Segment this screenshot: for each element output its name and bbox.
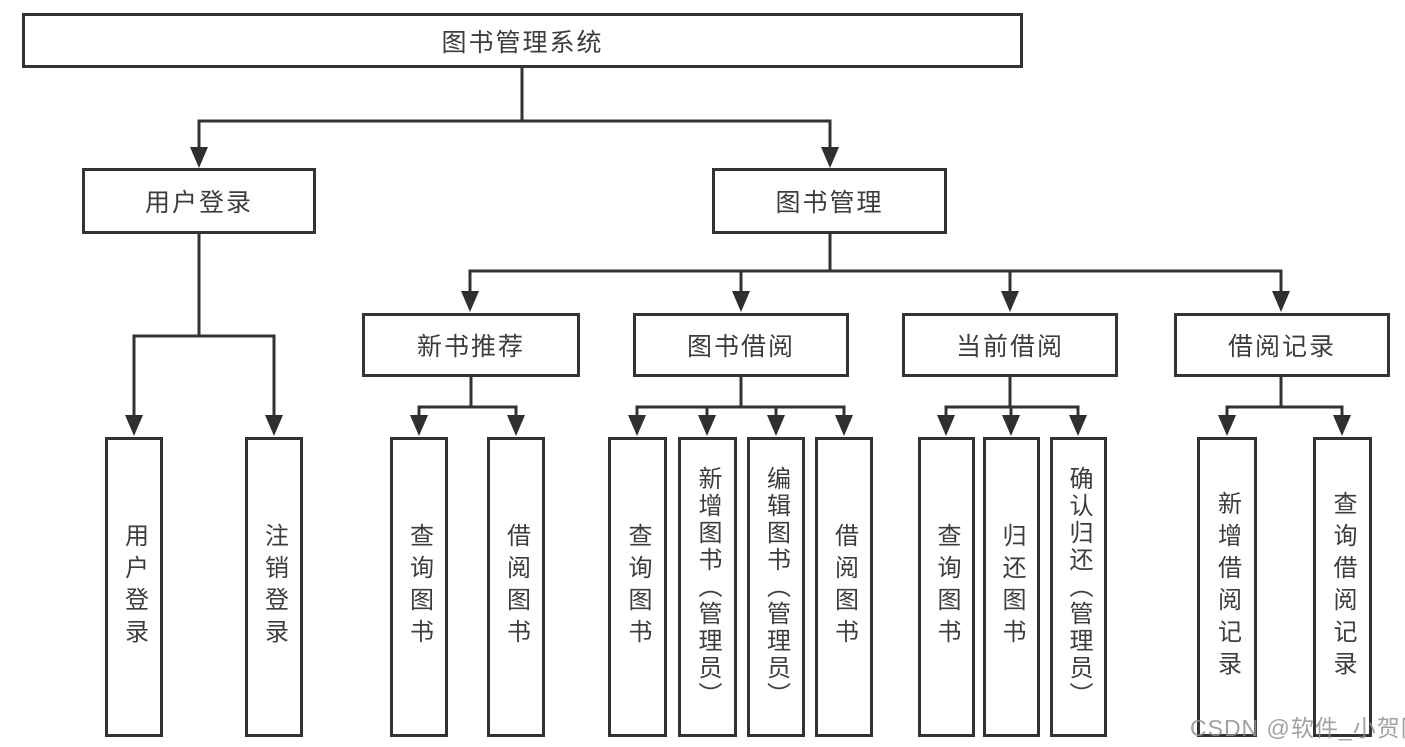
node-leaf-edit-book-admin: 编辑图书（管理员） [747, 437, 805, 737]
node-leaf-confirm-return-admin: 确认归还（管理员） [1050, 437, 1107, 737]
node-label: 图书管理系统 [441, 28, 604, 57]
arrowhead-down-icon [1069, 415, 1087, 436]
node-label: 借阅记录 [1227, 333, 1336, 361]
node-label: 图书借阅 [686, 333, 795, 361]
node-label: 借阅图书 [830, 523, 858, 651]
arrowhead-down-icon [937, 415, 955, 436]
arrowhead-down-icon [835, 415, 853, 436]
node-label: 注销登录 [260, 523, 288, 651]
node-leaf-query-borrow-record: 查询借阅记录 [1313, 437, 1372, 737]
node-leaf-borrow-books: 借阅图书 [815, 437, 873, 737]
node-label: 归还图书 [998, 523, 1025, 651]
node-leaf-query-books: 查询图书 [390, 437, 448, 737]
arrowhead-down-icon [125, 415, 143, 436]
arrowhead-down-icon [628, 415, 646, 436]
node-book-borrow: 图书借阅 [633, 313, 849, 377]
node-leaf-add-book-admin: 新增图书（管理员） [678, 437, 737, 737]
arrowhead-down-icon [265, 415, 283, 436]
node-label: 新增借阅记录 [1213, 491, 1241, 683]
node-label: 查询图书 [933, 523, 960, 651]
node-current-borrow: 当前借阅 [902, 313, 1118, 377]
arrowhead-down-icon [507, 415, 525, 436]
connector-root [197, 68, 832, 150]
arrowhead-down-icon [190, 147, 208, 168]
node-label: 当前借阅 [955, 333, 1064, 361]
csdn-watermark: CSDN @软件_小贺同学 [1190, 715, 1405, 741]
arrowhead-down-icon [1001, 291, 1019, 312]
node-label: 查询图书 [405, 523, 433, 651]
arrowhead-down-icon [732, 291, 750, 312]
connector-user-login [132, 234, 276, 418]
node-label: 新书推荐 [416, 333, 525, 361]
arrowhead-down-icon [767, 415, 785, 436]
node-label: 编辑图书（管理员） [762, 465, 790, 709]
arrowhead-down-icon [1002, 415, 1020, 436]
arrowhead-down-icon [410, 415, 428, 436]
node-leaf-logout: 注销登录 [245, 437, 303, 737]
connector-book-borrow [635, 377, 846, 418]
connector-current-borrow [944, 377, 1080, 418]
connector-new-book-recommend [417, 377, 518, 418]
node-leaf-query-books: 查询图书 [608, 437, 667, 737]
node-label: 图书管理 [775, 189, 884, 217]
arrowhead-down-icon [1218, 415, 1236, 436]
node-new-book-recommend: 新书推荐 [362, 313, 580, 377]
node-label: 借阅图书 [502, 523, 530, 651]
node-leaf-query-books: 查询图书 [918, 437, 975, 737]
arrowhead-down-icon [698, 415, 716, 436]
connector-borrow-records [1225, 377, 1344, 418]
node-label: 查询图书 [624, 523, 651, 651]
node-label: 用户登录 [120, 523, 148, 651]
node-label: 用户登录 [144, 189, 253, 217]
node-label: 新增图书（管理员） [694, 465, 721, 709]
node-book-management: 图书管理 [712, 168, 947, 234]
arrowhead-down-icon [1333, 415, 1351, 436]
node-leaf-add-borrow-record: 新增借阅记录 [1197, 437, 1257, 737]
arrowhead-down-icon [461, 291, 479, 312]
arrowhead-down-icon [1272, 291, 1290, 312]
connector-book-management [468, 234, 1283, 294]
arrowhead-down-icon [821, 147, 839, 168]
node-leaf-return-book: 归还图书 [983, 437, 1040, 737]
node-user-login: 用户登录 [82, 168, 316, 234]
node-library-management-system: 图书管理系统 [22, 13, 1023, 68]
node-label: 查询借阅记录 [1329, 491, 1356, 683]
node-borrow-records: 借阅记录 [1174, 313, 1390, 377]
node-label: 确认归还（管理员） [1065, 465, 1092, 709]
node-leaf-borrow-books: 借阅图书 [487, 437, 545, 737]
node-leaf-user-login: 用户登录 [105, 437, 163, 737]
